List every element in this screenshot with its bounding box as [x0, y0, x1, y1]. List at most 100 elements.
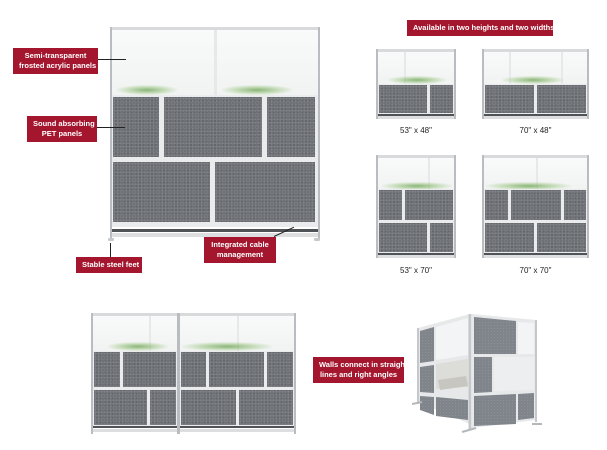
steel-feet-label: Stable steel feet	[76, 257, 142, 273]
top-rail	[376, 155, 456, 158]
bottom-rail	[376, 116, 456, 119]
feet-leader-line	[110, 243, 111, 257]
frosted-acrylic-panel	[484, 158, 587, 190]
steel-foot	[314, 238, 320, 241]
pet-panel-area	[378, 189, 454, 253]
cable-management-rail	[112, 229, 318, 232]
steel-foot	[108, 238, 114, 241]
size-caption-53x70: 53" x 70"	[400, 266, 432, 275]
pet-panel-area	[378, 84, 454, 114]
bottom-rail	[91, 429, 179, 432]
pet-panel	[239, 390, 293, 425]
pet-panel	[430, 223, 453, 252]
partition-frame	[482, 155, 589, 258]
frosted-acrylic-panel	[484, 52, 587, 84]
pet-leader-line	[97, 127, 125, 128]
top-rail	[178, 313, 296, 316]
plant-blur	[382, 182, 452, 190]
bottom-rail	[376, 255, 456, 258]
plant-blur	[388, 76, 446, 84]
partition-frame	[376, 155, 456, 258]
right-angle-cubicle-image	[411, 312, 542, 440]
pet-panel-area	[93, 351, 177, 426]
pet-panel	[123, 352, 176, 387]
pet-panel-area	[112, 95, 318, 227]
bottom-rail	[110, 233, 320, 237]
pet-panel	[267, 97, 315, 157]
pet-panel	[564, 190, 586, 220]
partition-frame	[110, 27, 320, 239]
mullion	[561, 52, 563, 84]
bottom-rail	[482, 255, 589, 258]
pet-panel	[485, 190, 508, 220]
pet-panel	[181, 352, 206, 387]
cable-management-rail	[484, 253, 587, 255]
connected-wall-left-image	[91, 313, 179, 434]
bottom-rail	[178, 429, 296, 432]
pet-panel	[181, 390, 236, 425]
size-caption-53x48: 53" x 48"	[400, 126, 432, 135]
plant-blur	[182, 342, 272, 351]
mullion	[237, 316, 239, 351]
pet-panel	[485, 85, 534, 113]
frosted-acrylic-panel	[378, 158, 454, 190]
frosted-acrylic-panel	[93, 316, 177, 351]
pet-panel	[150, 390, 176, 425]
partition-frame	[482, 49, 589, 119]
pet-panel-area	[180, 351, 294, 426]
size-caption-70x48: 70" x 48"	[519, 126, 552, 135]
top-rail	[91, 313, 179, 316]
plant-blur	[502, 76, 564, 84]
pet-panel	[537, 85, 586, 113]
cubicle-illustration	[411, 314, 542, 433]
pet-panel	[379, 190, 402, 220]
mullion	[428, 158, 430, 190]
pet-panel	[94, 390, 147, 425]
connected-wall-right-image	[178, 313, 296, 434]
mullion	[404, 52, 406, 84]
top-rail	[482, 49, 589, 52]
top-rail	[482, 155, 589, 158]
partition-frame	[376, 49, 456, 119]
pet-panel	[94, 352, 120, 387]
cable-management-rail	[93, 426, 177, 428]
bottom-rail	[482, 116, 589, 119]
size-option-53x48-image	[376, 49, 456, 119]
main-partition-image	[110, 27, 320, 239]
frosted-acrylic-panel	[378, 52, 454, 84]
frosted-acrylic-label: Semi-transparent frosted acrylic panels	[13, 48, 98, 74]
pet-panel	[113, 97, 159, 157]
pet-panel	[215, 162, 315, 222]
mullion	[536, 158, 538, 190]
pet-panel	[379, 223, 427, 252]
pet-panel	[113, 162, 210, 222]
pet-panel	[511, 190, 561, 220]
cable-management-rail	[484, 114, 587, 116]
pet-panel	[430, 85, 453, 113]
partition-frame	[91, 313, 179, 434]
top-rail	[110, 27, 320, 30]
top-rail	[376, 49, 456, 52]
mullion	[214, 30, 217, 95]
plant-blur	[486, 182, 571, 190]
partition-frame	[178, 313, 296, 434]
plant-blur	[108, 342, 168, 351]
size-caption-70x70: 70" x 70"	[519, 266, 552, 275]
plant-blur	[222, 85, 292, 95]
cable-management-label: Integrated cable management	[204, 237, 276, 263]
pet-panel	[405, 190, 453, 220]
pet-panel	[537, 223, 586, 252]
pet-panel	[164, 97, 262, 157]
cable-management-rail	[180, 426, 294, 428]
pet-panel-area	[484, 84, 587, 114]
sizes-heading-label: Available in two heights and two widths	[407, 20, 554, 36]
pet-panel	[267, 352, 293, 387]
pet-panel-area	[484, 189, 587, 253]
cable-management-rail	[378, 253, 454, 255]
walls-connect-label: Walls connect in straight lines and righ…	[313, 357, 407, 383]
pet-panel	[379, 85, 427, 113]
pet-panel	[485, 223, 534, 252]
mullion	[509, 52, 511, 84]
frosted-acrylic-panel	[180, 316, 294, 351]
size-option-53x70-image	[376, 155, 456, 258]
